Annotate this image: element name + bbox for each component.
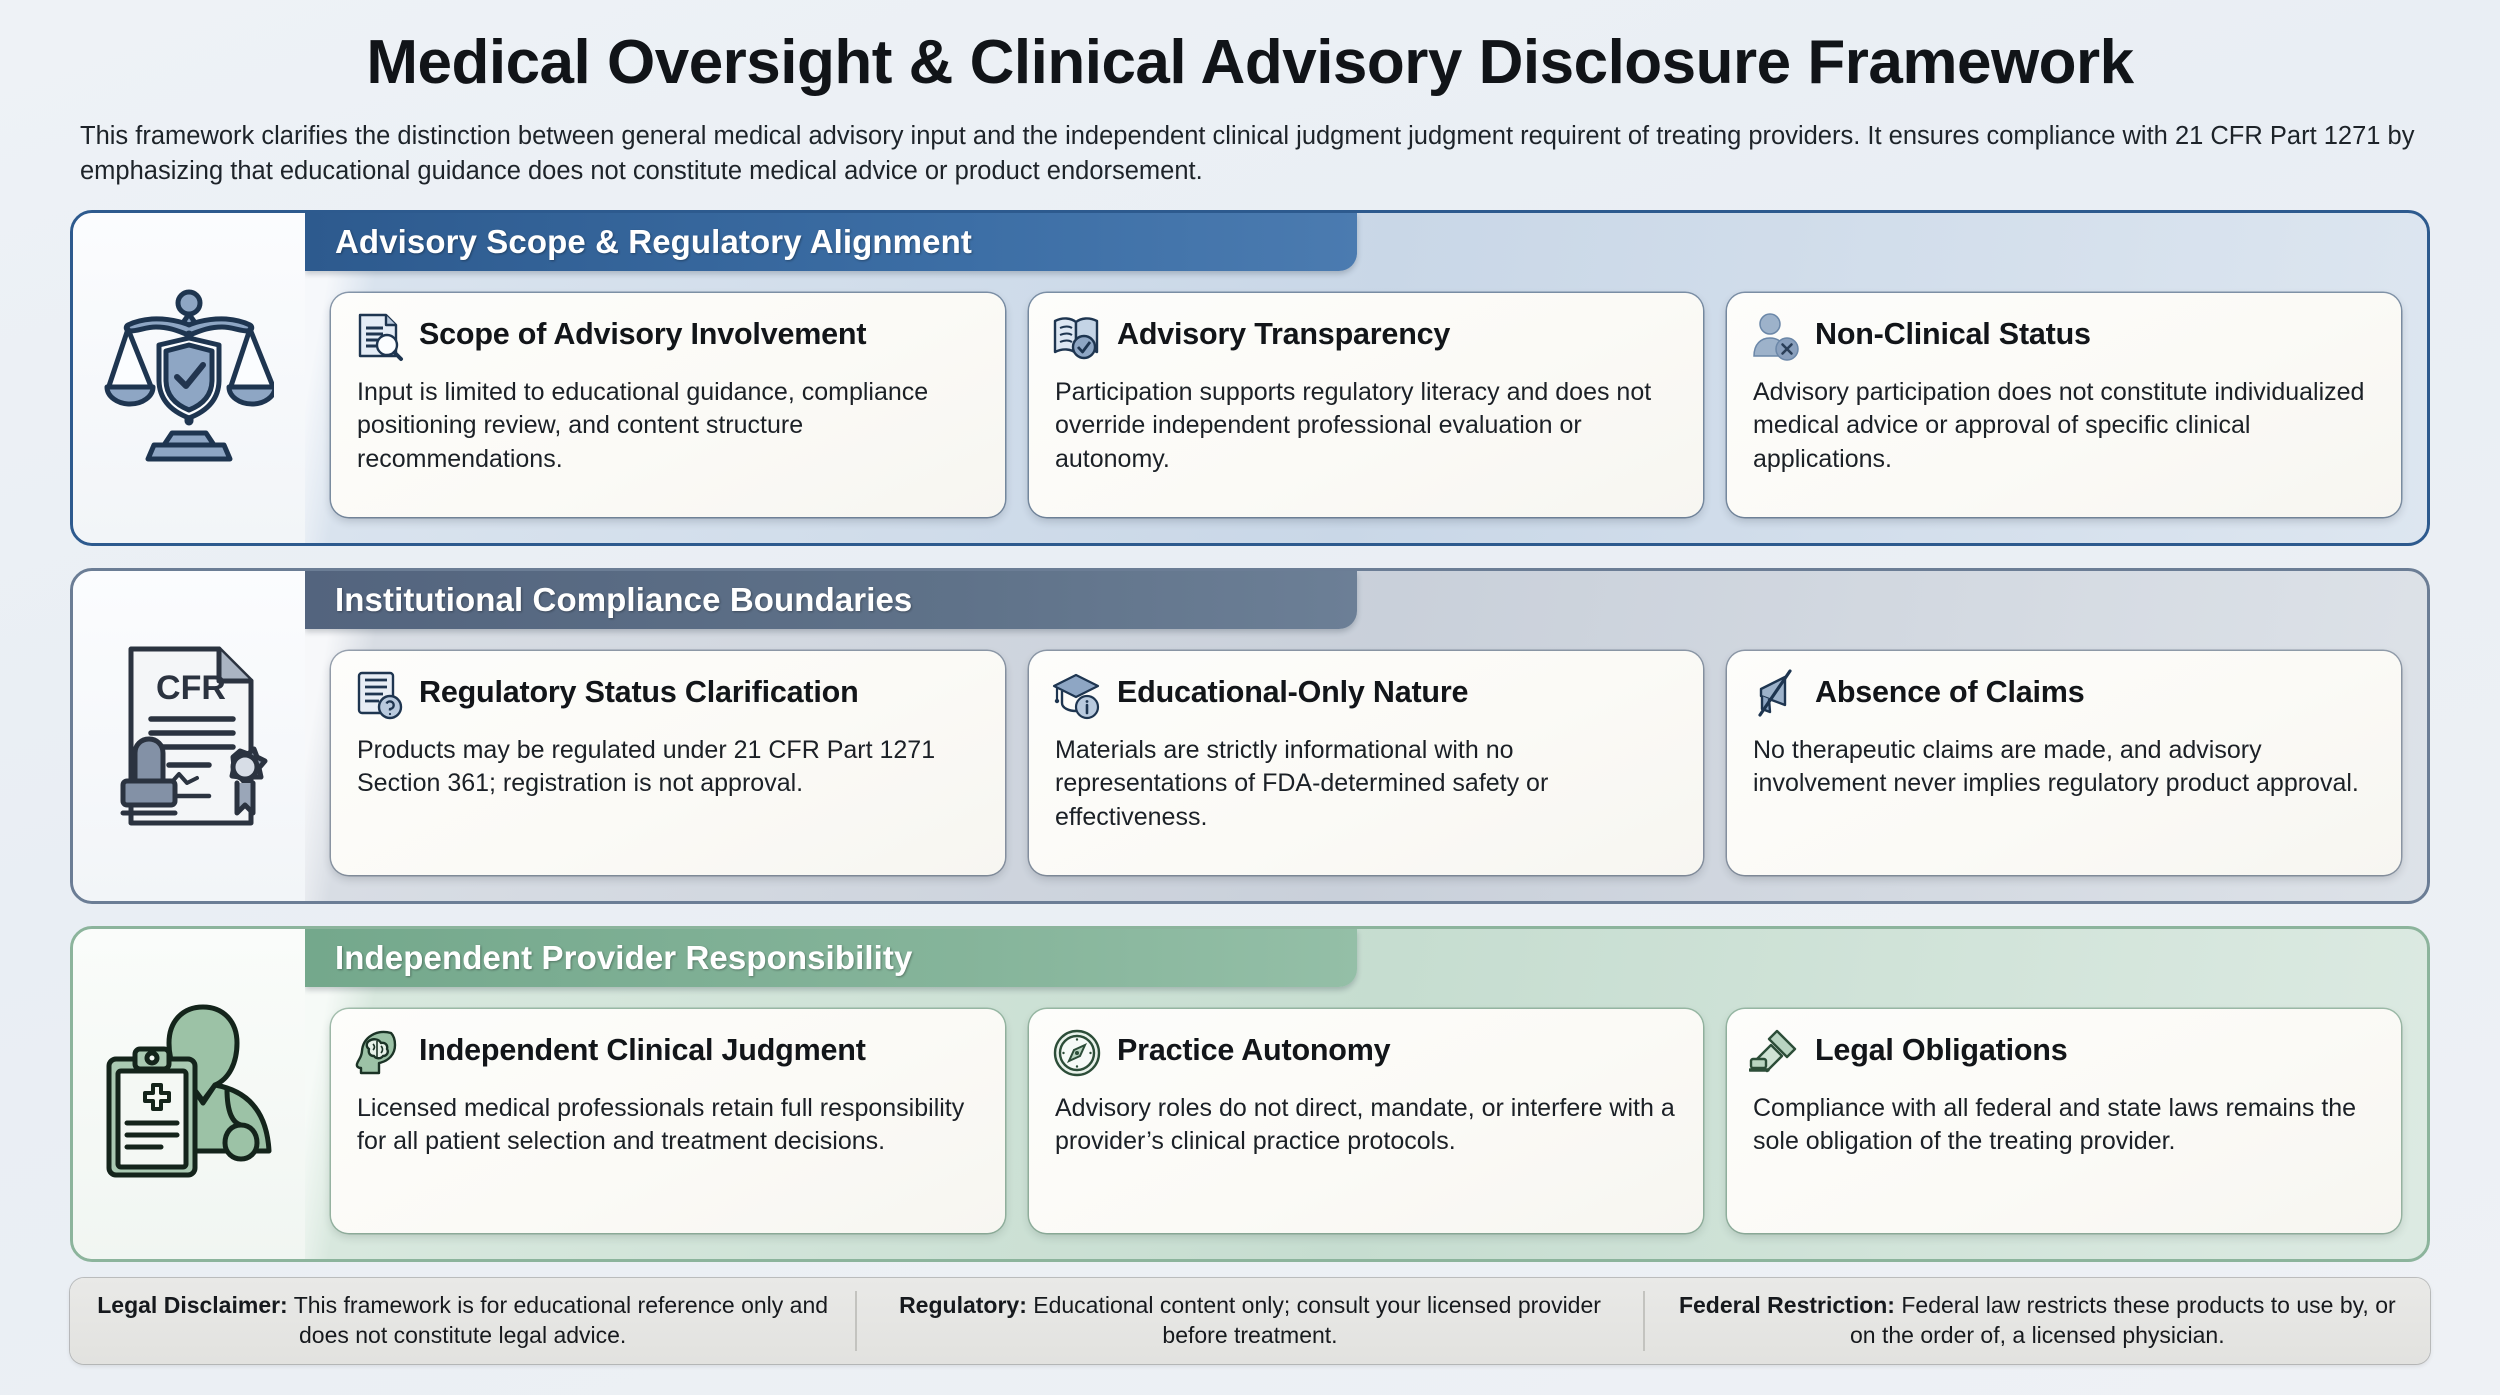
footer-label: Federal Restriction:	[1678, 1291, 1895, 1318]
section-advisory-scope: Advisory Scope & Regulatory Alignment	[70, 209, 2430, 546]
card-description: Licensed medical professionals retain fu…	[357, 1093, 965, 1156]
card-title: Practice Autonomy	[1117, 1032, 1391, 1067]
svg-text:CFR: CFR	[156, 669, 226, 707]
card-description: Compliance with all federal and state la…	[1753, 1093, 2357, 1156]
footer-federal-restriction: Federal Restriction: Federal law restric…	[1642, 1290, 2430, 1351]
card-advisory-transparency[interactable]: Advisory Transparency Participation supp…	[1029, 292, 1703, 517]
section-title: Institutional Compliance Boundaries	[335, 580, 913, 618]
sections-container: Advisory Scope & Regulatory Alignment	[0, 209, 2500, 1262]
card-description: Input is limited to educational guidance…	[357, 377, 929, 473]
card-description: No therapeutic claims are made, and advi…	[1753, 735, 2359, 798]
graduation-cap-info-icon	[1052, 673, 1100, 719]
card-absence-of-claims[interactable]: Absence of Claims No therapeutic claims …	[1727, 650, 2401, 875]
document-question-icon	[357, 671, 403, 719]
footer-disclaimer-bar: Legal Disclaimer: This framework is for …	[70, 1277, 2430, 1364]
section-header-tab: Advisory Scope & Regulatory Alignment	[305, 212, 1357, 271]
card-title: Advisory Transparency	[1117, 316, 1451, 351]
section-title: Advisory Scope & Regulatory Alignment	[335, 222, 972, 260]
section-header-tab: Institutional Compliance Boundaries	[305, 570, 1357, 629]
card-title: Independent Clinical Judgment	[419, 1032, 866, 1067]
page-subtitle: This framework clarifies the distinction…	[80, 122, 2415, 185]
section-body: Institutional Compliance Boundaries	[305, 570, 2427, 901]
cards-row: Independent Clinical Judgment Licensed m…	[305, 987, 2427, 1259]
section-body: Independent Provider Responsibility	[305, 928, 2427, 1259]
cfr-certificate-stamp-icon: CFR	[120, 646, 268, 826]
clinician-clipboard-stethoscope-icon	[106, 1004, 272, 1178]
document-magnifier-icon	[358, 313, 403, 361]
card-legal-obligations[interactable]: Legal Obligations Compliance with all fe…	[1727, 1008, 2401, 1233]
card-title: Non-Clinical Status	[1815, 316, 2091, 351]
section-title: Independent Provider Responsibility	[335, 938, 913, 976]
scales-of-justice-shield-icon	[104, 289, 274, 462]
section-icon-well: CFR	[73, 570, 305, 901]
page-header: Medical Oversight & Clinical Advisory Di…	[0, 0, 2500, 188]
card-title: Legal Obligations	[1815, 1032, 2068, 1067]
section-provider-responsibility: Independent Provider Responsibility	[70, 925, 2430, 1262]
section-body: Advisory Scope & Regulatory Alignment	[305, 212, 2427, 543]
section-icon-well	[73, 928, 305, 1259]
page-title: Medical Oversight & Clinical Advisory Di…	[366, 28, 2134, 97]
footer-label: Legal Disclaimer:	[97, 1291, 288, 1318]
megaphone-slashed-icon	[1758, 669, 1792, 717]
card-title: Regulatory Status Clarification	[419, 674, 859, 709]
card-title: Scope of Advisory Involvement	[419, 316, 867, 351]
section-icon-well	[73, 212, 305, 543]
card-scope-of-advisory-involvement[interactable]: Scope of Advisory Involvement Input is l…	[331, 292, 1005, 517]
footer-label: Regulatory:	[899, 1291, 1027, 1318]
footer-legal-disclaimer: Legal Disclaimer: This framework is for …	[70, 1291, 855, 1351]
footer-regulatory: Regulatory: Educational content only; co…	[855, 1290, 1642, 1351]
cards-row: Scope of Advisory Involvement Input is l…	[305, 271, 2427, 543]
section-institutional-compliance: CFR	[70, 567, 2430, 904]
compass-icon	[1053, 1029, 1101, 1076]
infographic-page: Medical Oversight & Clinical Advisory Di…	[0, 0, 2500, 1364]
card-title: Absence of Claims	[1815, 674, 2085, 709]
section-header-tab: Independent Provider Responsibility	[305, 928, 1357, 987]
footer-text: This framework is for educational refere…	[287, 1291, 829, 1348]
card-description: Participation supports regulatory litera…	[1055, 377, 1652, 473]
open-book-check-icon	[1053, 317, 1099, 359]
gavel-icon	[1749, 1029, 1797, 1072]
card-description: Advisory roles do not direct, mandate, o…	[1055, 1093, 1675, 1156]
card-description: Products may be regulated under 21 CFR P…	[357, 735, 936, 798]
card-educational-only-nature[interactable]: Educational-Only Nature Materials are st…	[1029, 650, 1703, 875]
card-description: Materials are strictly informational wit…	[1055, 735, 1549, 831]
card-practice-autonomy[interactable]: Practice Autonomy Advisory roles do not …	[1029, 1008, 1703, 1233]
card-non-clinical-status[interactable]: Non-Clinical Status Advisory participati…	[1727, 292, 2401, 517]
card-title: Educational-Only Nature	[1117, 674, 1469, 709]
head-brain-icon	[355, 1030, 397, 1074]
footer-text: Federal law restricts these products to …	[1850, 1291, 2396, 1348]
user-excluded-icon	[1753, 313, 1799, 361]
footer-text: Educational content only; consult your l…	[1026, 1291, 1601, 1348]
card-regulatory-status-clarification[interactable]: Regulatory Status Clarification Products…	[331, 650, 1005, 875]
cards-row: Regulatory Status Clarification Products…	[305, 629, 2427, 901]
card-independent-clinical-judgment[interactable]: Independent Clinical Judgment Licensed m…	[331, 1008, 1005, 1233]
card-description: Advisory participation does not constitu…	[1753, 377, 2365, 473]
